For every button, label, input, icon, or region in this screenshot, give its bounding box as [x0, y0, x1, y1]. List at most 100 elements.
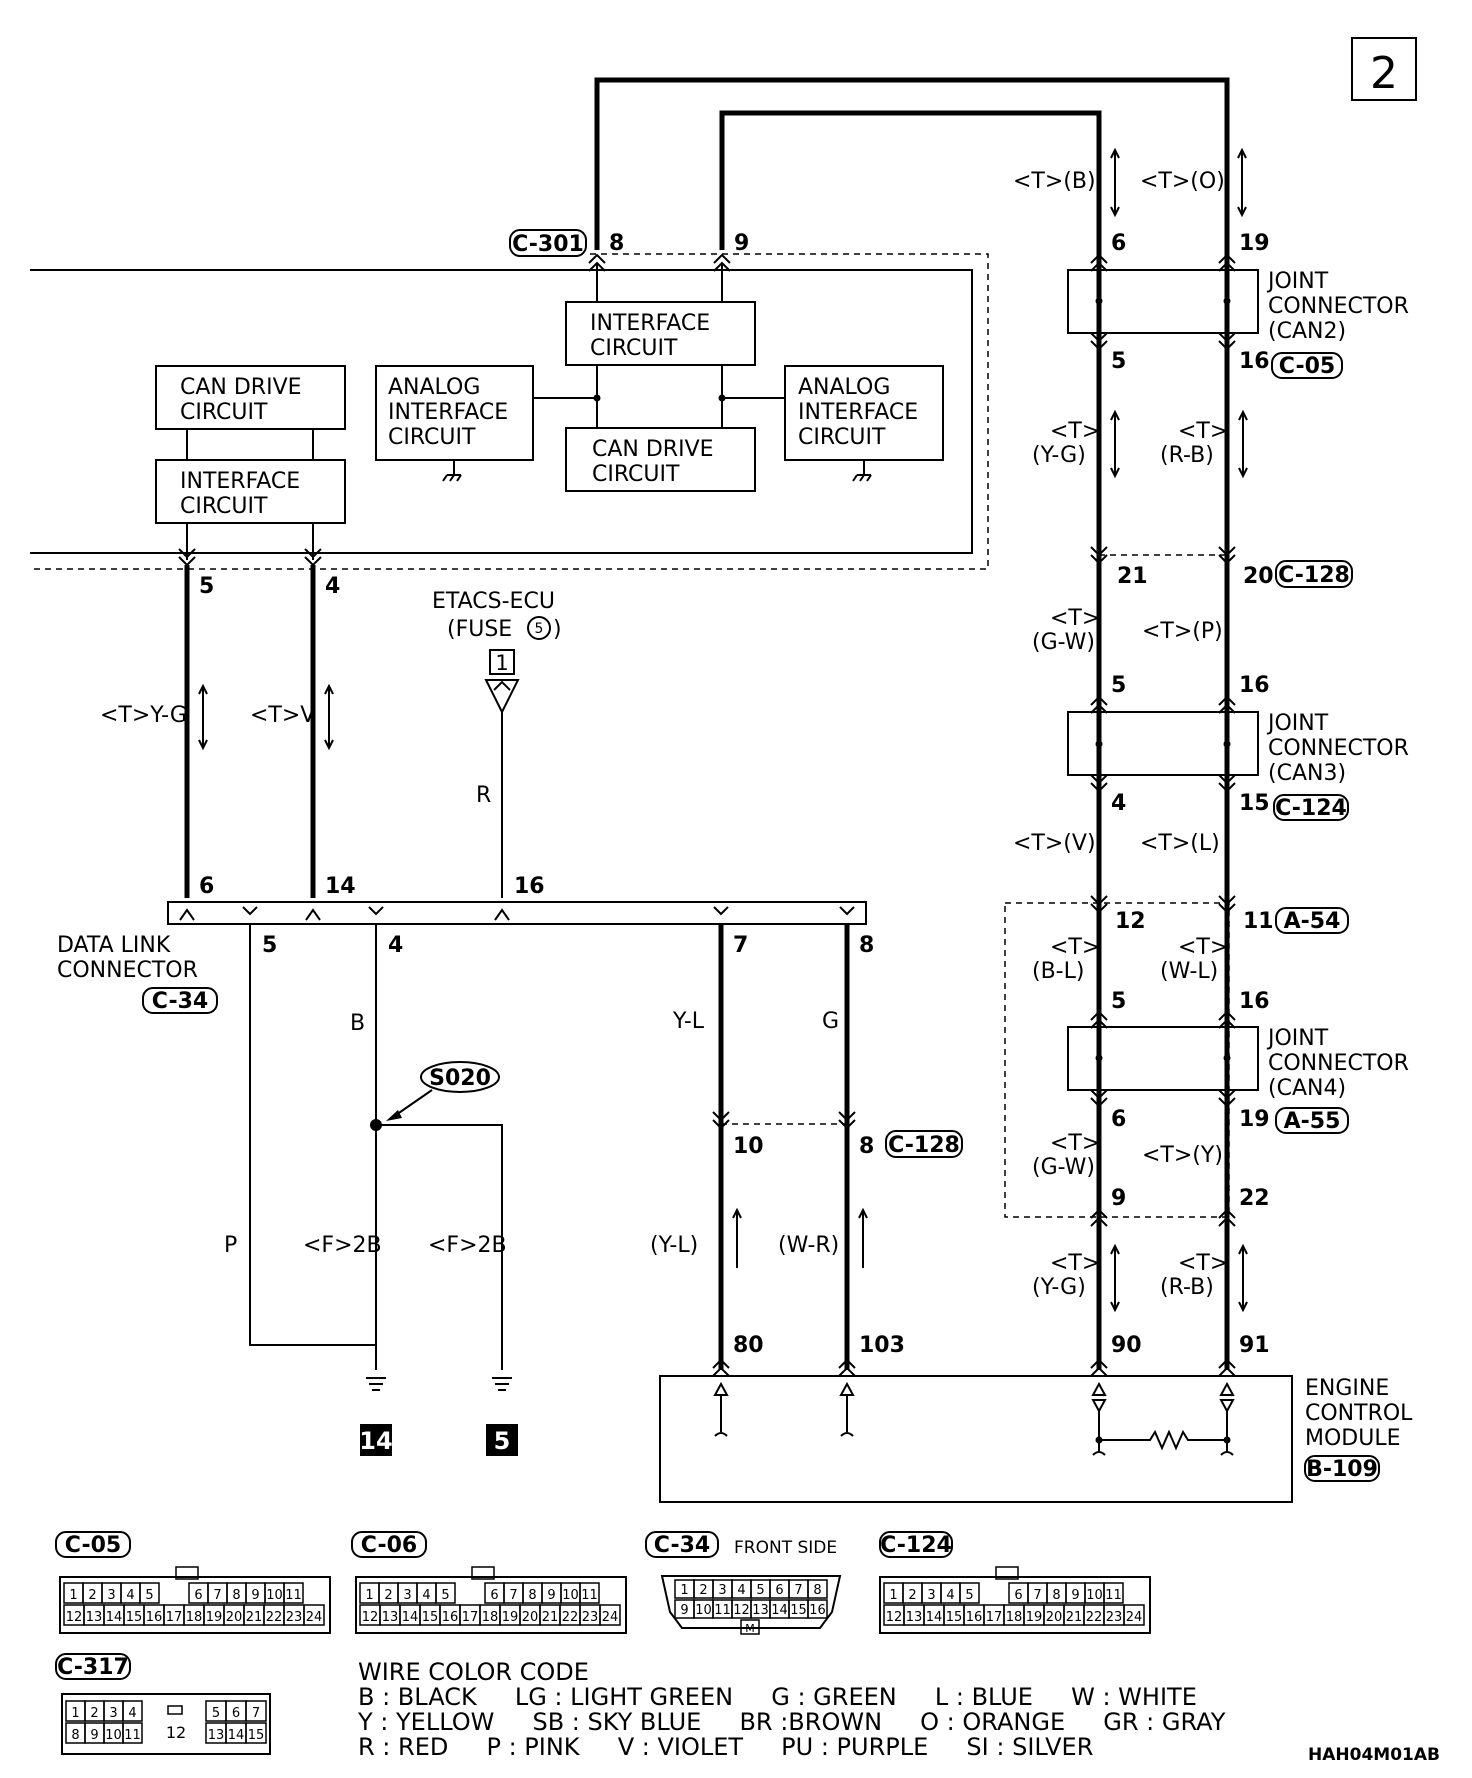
- wire-label: <T>: [1050, 606, 1100, 631]
- pin-label: 4: [1111, 791, 1126, 816]
- connector-pin-number: 12: [886, 1610, 903, 1625]
- connector-pin-number: 7: [509, 1588, 517, 1603]
- block-text: INTERFACE: [388, 400, 508, 425]
- connector-pin-number: 9: [90, 1728, 98, 1743]
- etacs-terminal: 1: [495, 651, 508, 675]
- engine-control-module: [659, 1375, 1293, 1503]
- wire-label: Y-L: [672, 1009, 705, 1034]
- svg-text:CIRCUIT: CIRCUIT: [592, 462, 680, 487]
- pin-label: 6: [199, 874, 214, 899]
- connector-pin-number: 8: [232, 1588, 240, 1603]
- dlc-key: M: [745, 1622, 755, 1635]
- pin-label: 5: [1111, 349, 1126, 374]
- connector-pin-number: 5: [441, 1588, 449, 1603]
- joint-label: CONNECTOR: [1268, 736, 1409, 761]
- svg-text:CIRCUIT: CIRCUIT: [798, 425, 886, 450]
- pin-label: 8: [859, 933, 874, 958]
- connector-pin-number: 22: [562, 1610, 579, 1625]
- ground-14: 14: [359, 1427, 392, 1455]
- c05-tag-box: [1271, 352, 1343, 379]
- connector-view-tag-box: [879, 1531, 953, 1558]
- connector-view-caption: FRONT SIDE: [734, 1538, 837, 1558]
- ground-icon: [492, 1377, 512, 1391]
- ecm-label: ENGINE: [1305, 1376, 1389, 1401]
- connector-pin-number: 10: [105, 1728, 122, 1743]
- connector-pin-number: 18: [186, 1610, 203, 1625]
- c301-tag: C-301: [512, 232, 584, 257]
- connector-pin-number: 1: [69, 1588, 77, 1603]
- connector-pin-number: 11: [285, 1588, 302, 1603]
- joint-connector-can4: [1067, 1026, 1259, 1091]
- c124-tag-box: [1273, 794, 1349, 821]
- fuse-symbol-icon: [484, 679, 520, 715]
- wire-label: <T>(Y): [1142, 1143, 1223, 1168]
- fuse-number-circle: [527, 616, 551, 640]
- svg-text:INTERFACE: INTERFACE: [180, 469, 300, 494]
- joint-connector-can3: [1067, 711, 1259, 776]
- connector-view-tag-box: [55, 1531, 131, 1558]
- svg-text:CONTROL: CONTROL: [1305, 1401, 1413, 1426]
- connector-pin-number: 10: [1086, 1588, 1103, 1603]
- connector-pin-number: 10: [266, 1588, 283, 1603]
- svg-text:CIRCUIT: CIRCUIT: [388, 425, 476, 450]
- svg-text:CIRCUIT: CIRCUIT: [590, 336, 678, 361]
- b109-tag: B-109: [1306, 1457, 1378, 1482]
- connector-pin-number: 20: [522, 1610, 539, 1625]
- connector-pin-cell: [807, 1599, 828, 1619]
- block-text: CIRCUIT: [592, 462, 680, 487]
- svg-text:): ): [553, 617, 562, 642]
- wire-label: <T>V: [250, 703, 315, 728]
- connector-pin-number: 4: [946, 1588, 954, 1603]
- connector-24-pin-housing: [879, 1576, 1151, 1634]
- etacs-terminal-box: [489, 649, 515, 675]
- connector-view-tag: C-34: [654, 1533, 710, 1558]
- c05-tag: C-05: [1279, 354, 1335, 379]
- wire-label: <T>(P): [1142, 619, 1223, 644]
- wire-c301-9-to-can2-6: [719, 110, 1102, 250]
- pin-label: 6: [1111, 1107, 1126, 1132]
- svg-text:JOINT: JOINT: [1266, 1026, 1329, 1051]
- wire-label: R: [476, 783, 491, 808]
- wire-label: (Y-G): [1032, 1275, 1086, 1300]
- pin-label: 22: [1239, 1186, 1270, 1211]
- splice-s020-dot: [370, 1119, 382, 1131]
- connector-pin-number: 2: [908, 1588, 916, 1603]
- connector-pin-number: 22: [266, 1610, 283, 1625]
- chassis-ground-icon: [442, 460, 462, 482]
- connector-pin-number: 11: [124, 1728, 141, 1743]
- connector-pin-number: 17: [462, 1610, 479, 1625]
- connector-pin-number: 14: [926, 1610, 943, 1625]
- fuse-number: 5: [535, 621, 544, 637]
- can-drive-circuit-center: [565, 427, 756, 492]
- block-text: INTERFACE: [180, 469, 300, 494]
- connector-pin-number: 3: [109, 1706, 117, 1721]
- connector-pin-cell: [579, 1582, 600, 1604]
- connector-lock-tab: [471, 1566, 495, 1580]
- pin-arrow: [1090, 1208, 1236, 1227]
- ecu-frame-solid: [30, 269, 973, 554]
- pin-label: 103: [859, 1333, 905, 1358]
- svg-text:CIRCUIT: CIRCUIT: [180, 400, 268, 425]
- connector-pin-cell: [283, 1582, 304, 1604]
- wire-label: (Y-G): [1032, 443, 1086, 468]
- wire-label: (G-W): [1032, 1155, 1095, 1180]
- legend-row: Y : YELLOW SB : SKY BLUE BR :BROWN O : O…: [357, 1708, 1226, 1736]
- data-link-connector-bar: [167, 901, 867, 925]
- etacs-ecu-label: ETACS-ECU: [432, 589, 555, 614]
- pin-arrow: [712, 1358, 730, 1377]
- connector-pin-number: 14: [228, 1728, 245, 1743]
- wire-label: <T>: [1050, 1131, 1100, 1156]
- connector-pin-number: 24: [306, 1610, 323, 1625]
- double-arrow: [1110, 147, 1120, 218]
- connector-view-tag-box: [645, 1531, 719, 1558]
- junction-block-region: [1004, 902, 1230, 1218]
- connector-pin-number: 15: [248, 1728, 265, 1743]
- connector-pin-number: 5: [965, 1588, 973, 1603]
- ecm-label: CONTROL: [1305, 1401, 1413, 1426]
- pin-label: 16: [1239, 989, 1270, 1014]
- pin-arrow: [1090, 895, 1236, 914]
- joint-label: (CAN4): [1268, 1076, 1346, 1101]
- wire-label: (Y-L): [650, 1233, 698, 1258]
- connector-view-tag: C-317: [57, 1655, 129, 1680]
